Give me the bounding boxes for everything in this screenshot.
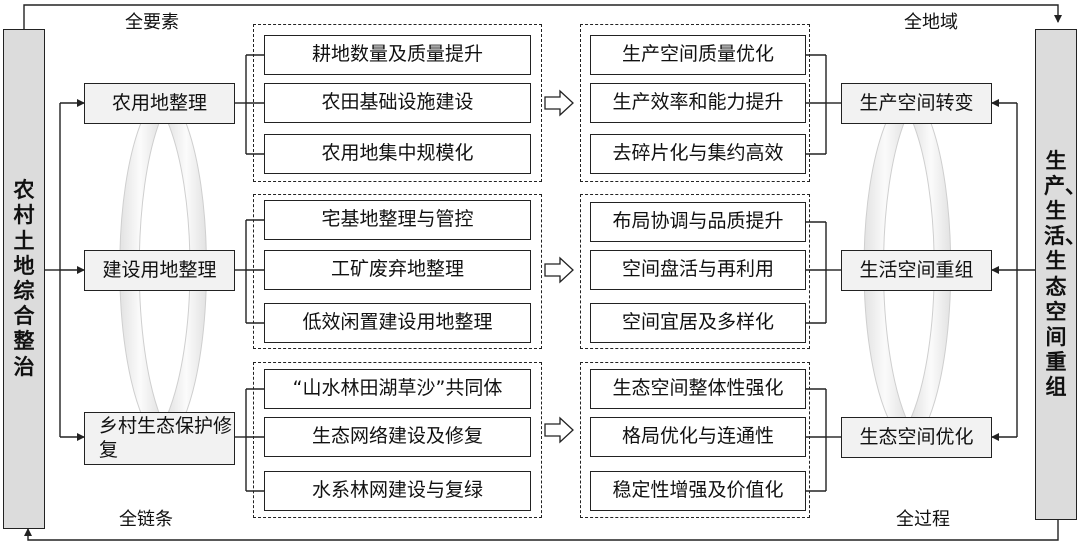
category-box-1: 农用地整理 bbox=[84, 83, 235, 124]
corner-label-bottom-right: 全过程 bbox=[896, 509, 950, 530]
effect-box: 生产空间质量优化 bbox=[590, 35, 806, 75]
measure-box: 水系林网建设与复绿 bbox=[264, 471, 531, 511]
hollow-arrow-3 bbox=[544, 416, 574, 444]
effect-box: 布局协调与品质提升 bbox=[590, 202, 806, 242]
corner-label-top-right: 全地域 bbox=[904, 12, 958, 33]
measure-box: 耕地数量及质量提升 bbox=[264, 35, 531, 75]
effect-to-outcome-lines bbox=[806, 54, 841, 492]
effect-box: 稳定性增强及价值化 bbox=[590, 471, 806, 511]
measure-group-3 bbox=[253, 362, 542, 518]
right-branch-arrows bbox=[991, 99, 1035, 441]
measure-box: 工矿废弃地整理 bbox=[264, 250, 531, 290]
effect-group-1 bbox=[580, 24, 810, 182]
corner-label-top-left: 全要素 bbox=[125, 12, 179, 33]
effect-group-3 bbox=[580, 362, 810, 518]
left-bar: 农村土地综合整治 bbox=[3, 29, 45, 529]
hollow-arrow-1 bbox=[544, 89, 574, 117]
right-bar-label: 生产、生活、生态空间重组 bbox=[1044, 148, 1080, 400]
measure-box: “山水林田湖草沙”共同体 bbox=[264, 369, 531, 409]
category-box-2: 建设用地整理 bbox=[84, 250, 235, 291]
effect-group-2 bbox=[580, 194, 810, 349]
left-bar-label: 农村土地综合整治 bbox=[13, 178, 35, 379]
effect-box: 生产效率和能力提升 bbox=[590, 83, 806, 123]
measure-box: 生态网络建设及修复 bbox=[264, 417, 531, 457]
left-branch-arrows bbox=[45, 99, 85, 441]
outcome-box-1: 生产空间转变 bbox=[841, 83, 992, 124]
measure-box: 宅基地整理与管控 bbox=[264, 200, 531, 240]
outcome-box-3: 生态空间优化 bbox=[841, 417, 992, 458]
measure-group-1 bbox=[253, 24, 542, 182]
measure-box: 农田基础设施建设 bbox=[264, 83, 531, 123]
effect-box: 空间宜居及多样化 bbox=[590, 303, 806, 343]
category-box-3: 乡村生态保护修复 bbox=[84, 412, 235, 465]
outer-loop-arrows bbox=[23, 4, 1062, 541]
measure-group-2 bbox=[253, 194, 542, 349]
right-bar: 生产、生活、生态空间重组 bbox=[1035, 29, 1080, 520]
effect-box: 生态空间整体性强化 bbox=[590, 369, 806, 409]
corner-label-bottom-left: 全链条 bbox=[119, 509, 173, 530]
measure-box: 低效闲置建设用地整理 bbox=[264, 303, 531, 343]
hollow-arrow-2 bbox=[544, 256, 574, 284]
outcome-box-2: 生活空间重组 bbox=[841, 250, 992, 291]
effect-box: 格局优化与连通性 bbox=[590, 417, 806, 457]
effect-box: 去碎片化与集约高效 bbox=[590, 134, 806, 174]
category-to-measure-lines bbox=[235, 54, 264, 492]
effect-box: 空间盘活与再利用 bbox=[590, 250, 806, 290]
measure-box: 农用地集中规模化 bbox=[264, 134, 531, 174]
